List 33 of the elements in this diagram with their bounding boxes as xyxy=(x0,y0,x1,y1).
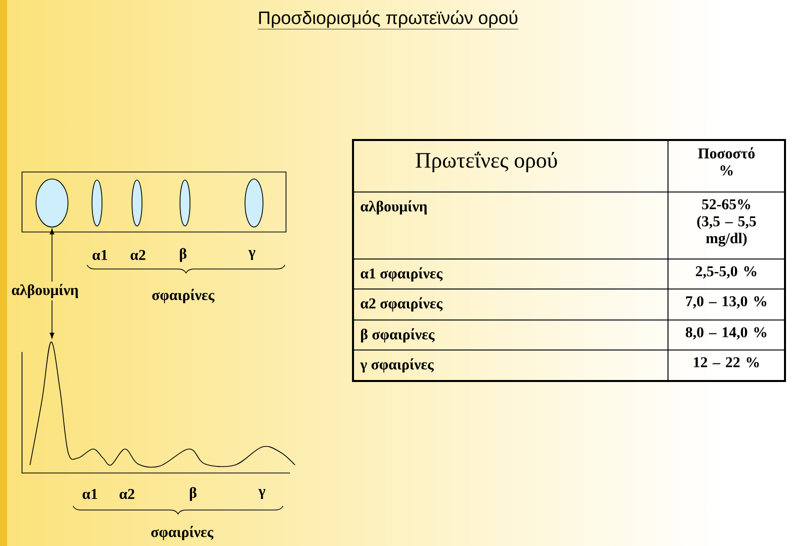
table-cell: 52-65% (3,5 – 5,5 mg/dl) xyxy=(668,192,786,260)
table-cell: α1 σφαιρίνες xyxy=(352,258,668,290)
table-cell: γ σφαιρίνες xyxy=(352,350,668,382)
table-cell: Ποσοστό % xyxy=(668,140,786,192)
band-label: α1 xyxy=(92,250,108,260)
table-cell: 12 – 22 % xyxy=(668,350,786,382)
gel-strip xyxy=(22,172,286,232)
table-cell: α2 σφαιρίνες xyxy=(352,288,668,320)
group-label: σφαιρίνες xyxy=(152,288,214,304)
protein-band xyxy=(36,178,68,228)
arrow xyxy=(50,300,54,338)
protein-band xyxy=(132,180,142,226)
table-cell: β σφαιρίνες xyxy=(352,320,668,350)
table-cell: 8,0 – 14,0 % xyxy=(668,320,786,350)
band-label: α2 xyxy=(120,488,134,500)
band-label: α1 xyxy=(82,488,98,499)
band-label: β xyxy=(180,248,186,262)
band-label: α2 xyxy=(130,250,146,260)
band-label: γ xyxy=(248,250,256,260)
protein-band xyxy=(180,180,190,226)
protein-band xyxy=(244,178,264,228)
arrow xyxy=(50,228,54,282)
band-label: γ xyxy=(258,488,266,500)
table-cell: 7,0 – 13,0 % xyxy=(668,288,786,320)
label: Πρωτεΐνες ορού xyxy=(416,152,557,172)
protein-band xyxy=(92,180,102,226)
electrophoresis-curve-drawing xyxy=(22,342,296,474)
group-label: σφαιρίνες xyxy=(151,526,214,540)
text-label: αλβουμίνη xyxy=(12,284,78,298)
table-cell: αλβουμίνη xyxy=(352,192,668,260)
title: Προσδιορισμός πρωτεϊνών ορού xyxy=(258,10,518,30)
band-label: β xyxy=(190,487,196,501)
table-cell: 2,5-5,0 % xyxy=(668,258,786,290)
